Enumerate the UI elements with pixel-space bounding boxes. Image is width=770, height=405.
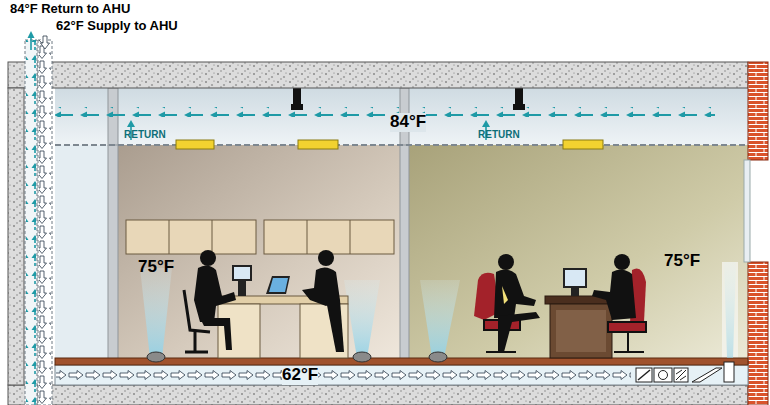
duct-label: 62°F Supply to AHU	[56, 19, 178, 33]
person	[326, 300, 344, 352]
cabinet	[126, 220, 256, 254]
supply-duct-arrows	[39, 40, 51, 405]
terminal-units	[636, 362, 734, 382]
person	[318, 250, 334, 266]
brick-wall	[748, 262, 768, 405]
temperature-label: 75°F	[664, 252, 700, 271]
return-grille-label: RETURN	[478, 129, 520, 140]
wall-grille	[724, 362, 734, 382]
monitor	[234, 267, 250, 279]
duct-label: 84°F Return to AHU	[10, 2, 130, 16]
person	[302, 250, 344, 352]
desk	[550, 304, 612, 358]
floor-diffuser	[429, 352, 447, 362]
air-plume	[724, 262, 736, 358]
return-duct-arrows	[26, 40, 36, 405]
person	[498, 312, 540, 352]
return-arrow	[28, 31, 35, 38]
overhead-cabinets	[126, 220, 394, 254]
temperature-label: 75°F	[138, 258, 174, 277]
floor-diffuser	[147, 352, 165, 362]
monitor	[565, 270, 585, 286]
window	[744, 160, 750, 262]
return-duct	[25, 40, 37, 405]
person	[498, 254, 514, 270]
monitor	[238, 281, 246, 296]
floor-slab	[8, 385, 748, 405]
monitor	[571, 288, 579, 296]
damper-symbol	[638, 370, 650, 380]
person	[200, 250, 216, 266]
air-plume	[420, 280, 460, 358]
brick-wall	[748, 62, 768, 160]
window-area	[55, 145, 110, 360]
armchair	[608, 322, 646, 352]
person	[592, 254, 646, 352]
fan-symbol	[659, 371, 668, 380]
temperature-label: 84°F	[390, 113, 426, 132]
return-arrow	[30, 38, 32, 50]
air-plume	[140, 268, 172, 358]
monitor	[232, 265, 252, 281]
beam	[291, 88, 303, 110]
person	[184, 250, 236, 352]
damper-symbol	[636, 368, 652, 382]
person	[614, 254, 630, 270]
office-chair	[184, 290, 210, 352]
return-grille-label: RETURN	[124, 129, 166, 140]
light-fixture	[298, 140, 338, 149]
fan-symbol	[654, 368, 672, 382]
desk	[218, 304, 260, 358]
person	[474, 254, 540, 352]
coil-symbol	[692, 368, 722, 382]
return-grille-arrow	[127, 120, 490, 140]
cabinet	[264, 220, 394, 254]
supply-arrow	[41, 36, 50, 49]
laptop	[269, 278, 288, 292]
laptop	[266, 276, 290, 294]
person	[200, 318, 232, 350]
person	[494, 269, 536, 318]
light-fixture	[176, 140, 603, 149]
supply-airflow-arrows	[56, 370, 631, 380]
column	[108, 88, 118, 360]
open-office	[110, 145, 402, 360]
cabinet	[307, 220, 350, 254]
light-fixture	[176, 140, 214, 149]
ceiling-plenum	[55, 88, 748, 145]
roof-slab	[8, 62, 748, 88]
temperature-label: 62°F	[282, 366, 318, 385]
desk	[556, 310, 606, 352]
person	[592, 269, 636, 320]
air-plume	[344, 280, 380, 358]
monitor	[563, 268, 587, 288]
filter-symbol	[676, 370, 686, 380]
ceiling-line	[55, 144, 748, 146]
floor-diffuser	[353, 352, 371, 362]
underfloor-plenum	[55, 365, 748, 385]
return-airflow-arrows	[55, 107, 715, 117]
filter-symbol	[674, 368, 688, 382]
return-arrow	[482, 120, 490, 127]
person	[502, 286, 508, 304]
left-wall	[8, 88, 24, 385]
private-office	[408, 145, 748, 360]
window-light	[722, 262, 738, 358]
beam	[513, 88, 525, 110]
cabinet	[169, 220, 212, 254]
return-arrow	[127, 120, 135, 127]
supply-duct	[38, 40, 52, 405]
light-fixture	[563, 140, 603, 149]
person	[194, 265, 236, 322]
